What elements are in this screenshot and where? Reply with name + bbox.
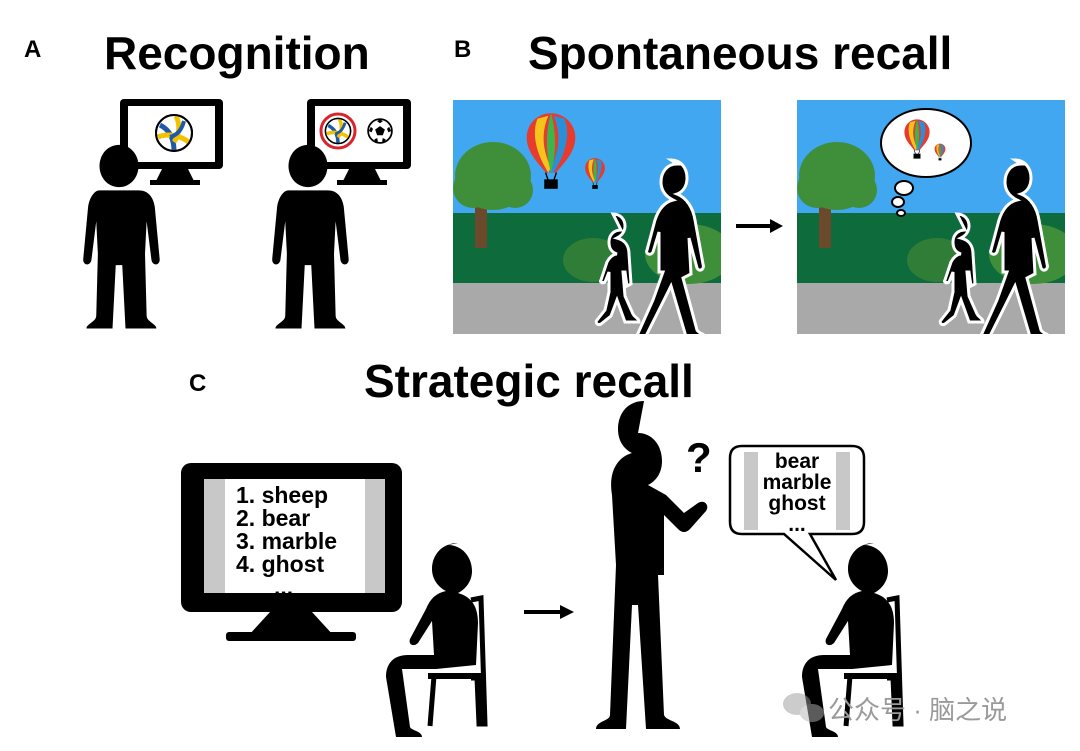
recall-word: ... xyxy=(788,513,806,536)
word-list-item: 2. bear xyxy=(236,505,311,531)
word-list-item: 4. ghost xyxy=(236,551,325,577)
seated-child-silhouette xyxy=(802,543,894,737)
speech-bubble-icon xyxy=(728,444,866,581)
panel-c-title: Strategic recall xyxy=(364,355,694,407)
word-list: 1. sheep 2. bear 3. marble 4. ghost ... xyxy=(236,484,376,599)
thought-bubble-icon xyxy=(880,108,972,217)
panel-a-title: Recognition xyxy=(104,27,370,79)
recall-word: ghost xyxy=(768,492,826,515)
arrow-right-icon xyxy=(524,605,574,619)
word-list-item: 3. marble xyxy=(236,528,337,554)
chair-icon xyxy=(843,594,904,727)
arrow-right-icon xyxy=(736,219,783,233)
panel-b-title: Spontaneous recall xyxy=(528,27,953,79)
wechat-logo-icon xyxy=(783,693,824,722)
recall-word: marble xyxy=(762,471,832,494)
recall-bubble-text: bear marble ghost ... xyxy=(752,451,842,535)
adult-silhouette xyxy=(596,401,708,729)
question-mark: ? xyxy=(686,434,712,481)
panel-a-letter: A xyxy=(24,36,42,63)
chair-icon xyxy=(427,594,488,727)
word-list-item: ... xyxy=(274,574,294,600)
word-list-item: 1. sheep xyxy=(236,482,329,508)
recall-word: bear xyxy=(774,450,820,473)
park-scene-2 xyxy=(797,100,1065,334)
watermark: 公众号 · 脑之说 xyxy=(828,695,1008,725)
monitor-icon xyxy=(181,463,402,641)
panel-b-letter: B xyxy=(454,36,472,63)
seated-child-silhouette xyxy=(386,543,478,737)
panel-c-letter: C xyxy=(189,370,207,397)
